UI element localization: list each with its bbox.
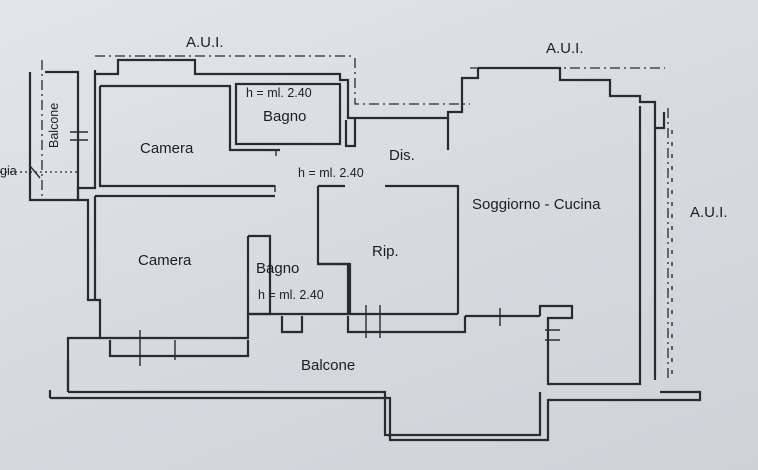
- lower-corridor-walls: [108, 314, 540, 358]
- loggia-ticks: [29, 131, 88, 179]
- outer-wall-left: [66, 74, 102, 392]
- room-camera-bottom: Camera: [138, 252, 192, 269]
- bagno-bottom-height: h = ml. 2.40: [258, 288, 324, 302]
- dis-height: h = ml. 2.40: [298, 166, 364, 180]
- outer-wall-bottom: [50, 390, 702, 442]
- aui-label-top-right: A.U.I.: [546, 40, 584, 57]
- dis-walls: [344, 118, 357, 148]
- room-soggiorno-cucina: Soggiorno - Cucina: [472, 196, 601, 213]
- outer-wall-top-mid: [346, 68, 480, 120]
- balcony-bottom-inner: [68, 390, 542, 437]
- balcony-rail: [48, 360, 70, 398]
- balcone-left-label: Balcone: [47, 102, 61, 148]
- outer-wall-top-left: [93, 58, 350, 112]
- soggiorno-inner-walls: [538, 106, 642, 386]
- bagno-top-walls: [234, 82, 342, 146]
- loggia-label: gia: [0, 164, 17, 178]
- right-stub: [656, 112, 666, 130]
- lower-ticks: [139, 330, 176, 366]
- outer-wall-top-right: [478, 66, 657, 380]
- camera-top-walls: [98, 84, 280, 188]
- room-rip: Rip.: [372, 243, 399, 260]
- aui-label-top-left: A.U.I.: [186, 34, 224, 51]
- boundary-top-mid: [354, 58, 470, 105]
- bagno-bottom-walls: [246, 236, 352, 316]
- soggiorno-door-ticks: [499, 308, 560, 341]
- room-bagno-bottom: Bagno: [256, 260, 300, 277]
- room-camera-top: Camera: [140, 140, 194, 157]
- room-bagno-top: Bagno: [263, 108, 307, 125]
- aui-label-right: A.U.I.: [690, 204, 728, 221]
- room-dis: Dis.: [389, 147, 415, 164]
- bagno-top-height: h = ml. 2.40: [246, 86, 312, 100]
- camera-top-door: [268, 149, 277, 192]
- room-balcone-bottom: Balcone: [301, 357, 356, 374]
